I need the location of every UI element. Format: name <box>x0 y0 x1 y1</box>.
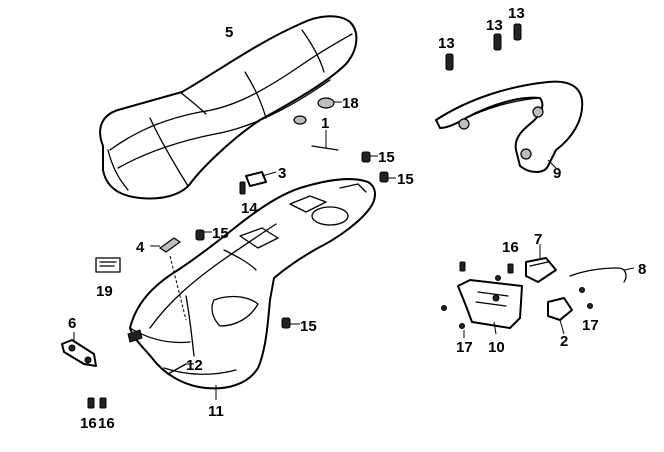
bolt-13-a <box>445 53 454 71</box>
screw-16-pair <box>87 397 107 409</box>
callout-16a: 16 <box>80 415 97 432</box>
callout-13a: 13 <box>438 35 455 52</box>
seat-latch <box>239 171 277 195</box>
cable <box>569 267 635 283</box>
callout-14: 14 <box>241 200 258 217</box>
callout-5: 5 <box>225 24 233 41</box>
callout-9: 9 <box>553 165 561 182</box>
rear-carrier <box>435 80 584 173</box>
caution-label <box>95 257 121 273</box>
seat-bumper <box>293 97 335 125</box>
callout-6: 6 <box>68 315 76 332</box>
callout-15c: 15 <box>212 225 229 242</box>
relay <box>525 244 557 283</box>
callout-12: 12 <box>186 357 203 374</box>
switch <box>547 297 573 335</box>
strap <box>167 363 187 375</box>
callout-15d: 15 <box>300 318 317 335</box>
callout-3: 3 <box>278 165 286 182</box>
callout-10: 10 <box>488 339 505 356</box>
callout-1: 1 <box>321 115 329 132</box>
callout-13b: 13 <box>486 17 503 34</box>
bolt-15-c <box>195 229 212 241</box>
callout-8: 8 <box>638 261 646 278</box>
callout-2: 2 <box>560 333 568 350</box>
mounting-plate <box>457 279 523 335</box>
callout-13c: 13 <box>508 5 525 22</box>
bolt-15-d <box>281 317 300 329</box>
small-screws <box>441 261 593 338</box>
callout-4: 4 <box>136 239 145 256</box>
bolt-13-b <box>493 33 502 51</box>
callout-16b: 16 <box>98 415 115 432</box>
callout-16c: 16 <box>502 239 519 256</box>
callout-11: 11 <box>208 403 224 420</box>
callout-19: 19 <box>96 283 113 300</box>
seat <box>99 15 358 200</box>
seat-lock-cable <box>311 130 339 151</box>
pad <box>158 237 182 253</box>
bolt-13-c <box>513 23 522 41</box>
callout-17a: 17 <box>582 317 599 334</box>
callout-15b: 15 <box>397 171 414 188</box>
callout-17b: 17 <box>456 339 473 356</box>
hook-bracket <box>61 332 97 367</box>
bolt-15-a <box>361 151 378 163</box>
callout-15a: 15 <box>378 149 395 166</box>
luggage-box <box>127 178 376 390</box>
bolt-15-b <box>379 171 396 183</box>
callout-18: 18 <box>342 95 359 112</box>
callout-7: 7 <box>534 231 542 248</box>
